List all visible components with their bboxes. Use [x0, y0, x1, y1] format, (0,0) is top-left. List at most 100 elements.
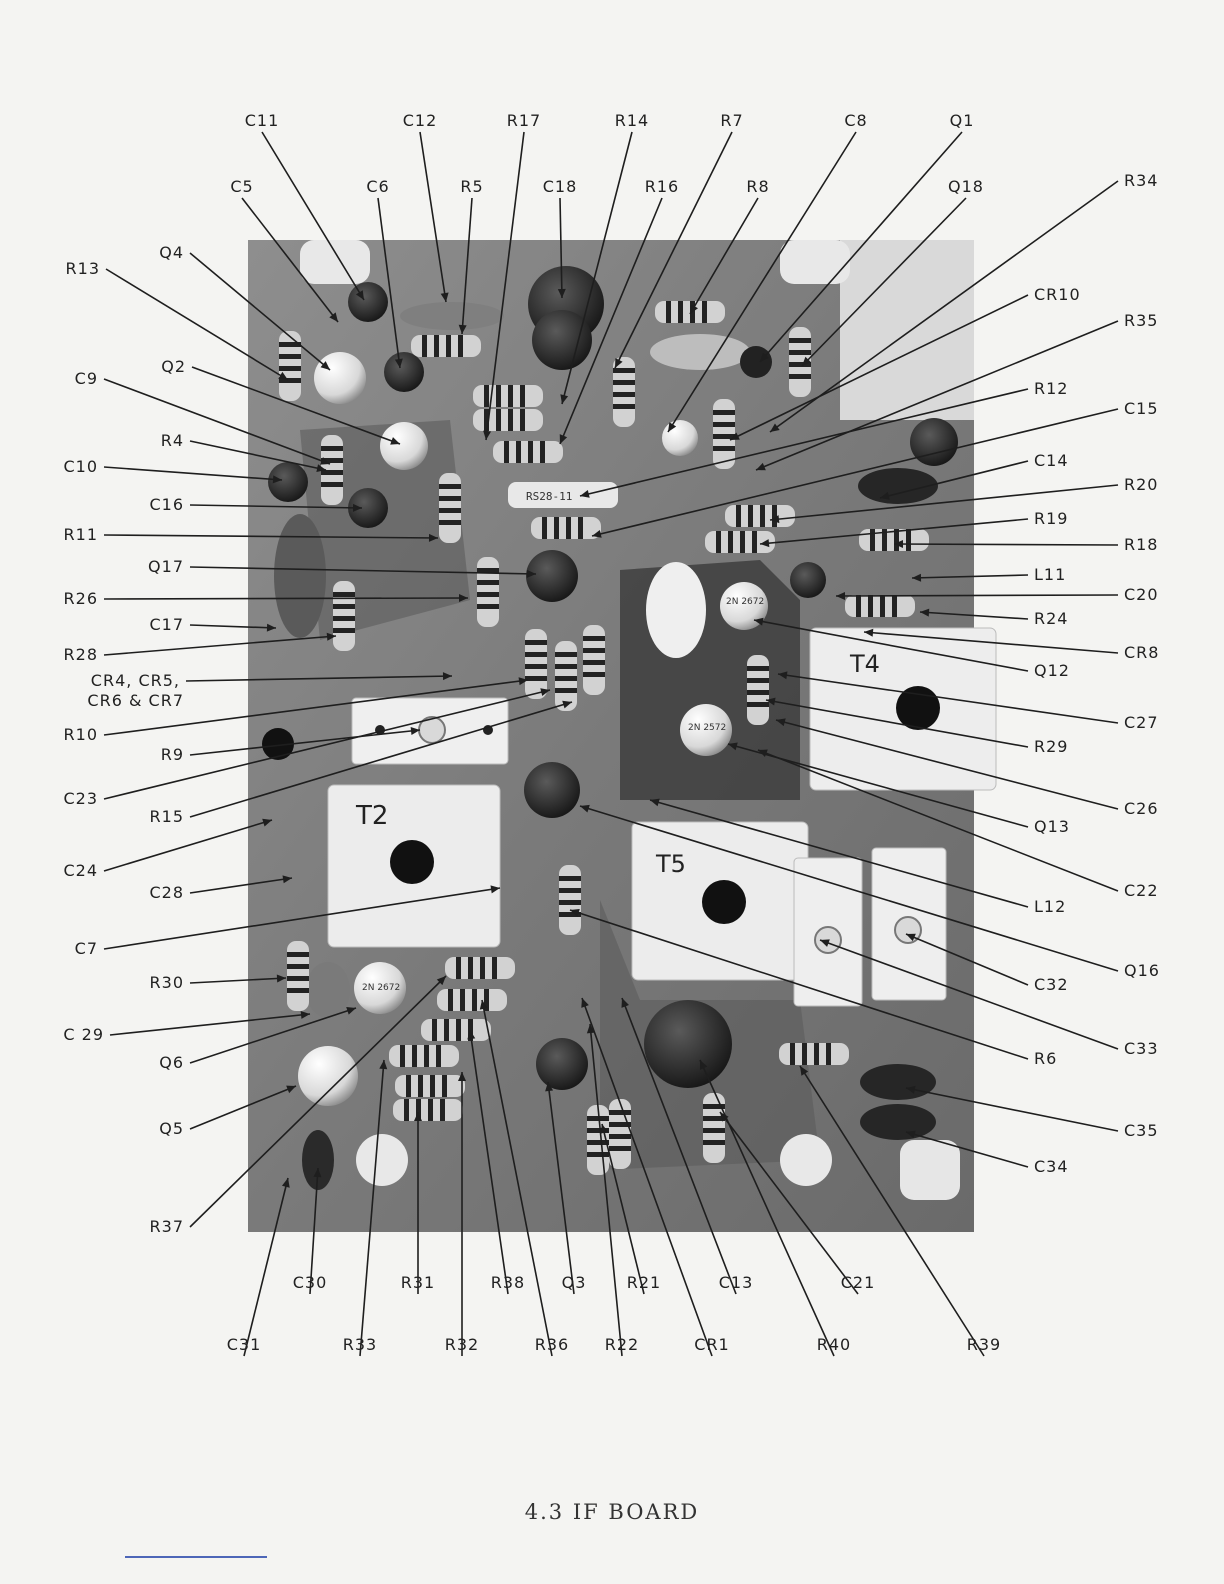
leader-arrowhead — [300, 1010, 310, 1019]
callout-label: R9 — [161, 745, 184, 764]
resistor-band — [456, 1019, 461, 1041]
leader-line — [667, 131, 857, 433]
resistor-band — [587, 1140, 609, 1145]
leader-arrowhead — [760, 539, 770, 548]
callout-label: CR6 & CR7 — [87, 691, 184, 710]
resistor-band — [416, 1099, 421, 1121]
leader-line — [769, 484, 1119, 521]
resistor-band — [477, 580, 499, 585]
resistor-band — [587, 1128, 609, 1133]
resistor-band — [613, 404, 635, 409]
leader-line — [835, 594, 1119, 597]
leader-arrowhead — [540, 688, 550, 697]
resistor-band — [578, 517, 583, 539]
leader-line — [581, 997, 713, 1357]
leader-line — [469, 1029, 509, 1295]
resistor-band — [333, 604, 355, 609]
leader-arrowhead — [467, 1030, 476, 1040]
leader-arrowhead — [894, 540, 904, 549]
resistor-band — [444, 1019, 449, 1041]
callout-label: R18 — [1124, 535, 1158, 554]
resistor-band — [789, 362, 811, 367]
leader-arrowhead — [278, 371, 288, 380]
callout-label: R21 — [627, 1273, 661, 1292]
leader-arrowhead — [526, 569, 536, 578]
resistor-band — [906, 529, 911, 551]
leader-arrowhead — [490, 885, 500, 894]
leader-line — [759, 131, 963, 363]
resistor-band — [333, 616, 355, 621]
callout-label: C6 — [366, 177, 389, 196]
leader-line — [481, 999, 553, 1357]
leader-line — [769, 180, 1119, 433]
resistor-band — [472, 989, 477, 1011]
resistor-band — [477, 604, 499, 609]
resistor-band — [555, 652, 577, 657]
leader-arrowhead — [912, 573, 922, 582]
callout-label: C28 — [149, 883, 184, 902]
leader-arrowhead — [802, 356, 812, 366]
resistor-band — [554, 517, 559, 539]
callout-label: R34 — [1124, 171, 1158, 190]
callout-label: R16 — [645, 177, 679, 196]
resistor-band — [508, 409, 513, 431]
leader-arrowhead — [320, 457, 330, 465]
resistor-band — [279, 342, 301, 347]
t4-mark: T4 — [849, 650, 880, 678]
leader-line — [103, 597, 469, 600]
leader-line — [485, 131, 525, 441]
leader-line — [309, 1167, 319, 1295]
resistor-band — [504, 441, 509, 463]
callout-label: CR1 — [694, 1335, 729, 1354]
leader-line — [241, 197, 339, 323]
leader-line — [189, 624, 277, 629]
resistor-band — [528, 441, 533, 463]
leader-line — [819, 939, 1119, 1050]
resistor-print-body — [508, 482, 618, 508]
leader-line — [103, 635, 337, 656]
resistor-band — [826, 1043, 831, 1065]
resistor-band — [747, 690, 769, 695]
leader-arrowhead — [326, 632, 336, 641]
resistor-band — [446, 335, 451, 357]
leader-line — [579, 388, 1029, 497]
resistor-band — [566, 517, 571, 539]
figure-caption: 4.3 IF BOARD — [524, 1500, 700, 1524]
resistor-band — [760, 505, 765, 527]
leader-line — [911, 574, 1029, 579]
leader-line — [189, 701, 573, 818]
leader-line — [191, 366, 401, 445]
callout-label: R31 — [401, 1273, 435, 1292]
leader-line — [579, 805, 1119, 972]
leader-arrowhead — [600, 1124, 609, 1134]
callout-label: C12 — [403, 111, 438, 130]
callout-label: C35 — [1124, 1121, 1159, 1140]
leader-line — [919, 611, 1029, 620]
leader-line — [863, 631, 1119, 654]
leader-arrowhead — [920, 608, 930, 617]
resistor-band — [525, 652, 547, 657]
leader-arrowhead — [766, 697, 776, 706]
leader-arrowhead — [758, 749, 768, 758]
resistor-band — [772, 505, 777, 527]
resistor-band — [609, 1122, 631, 1127]
resistor-band — [882, 529, 887, 551]
leader-line — [189, 977, 287, 984]
callout-label: R19 — [1034, 509, 1068, 528]
leader-arrowhead — [313, 1168, 322, 1178]
leader-line — [243, 1177, 289, 1357]
resistor-band — [436, 1045, 441, 1067]
leader-line — [799, 1065, 985, 1357]
callout-label: C22 — [1124, 881, 1159, 900]
callout-label: Q5 — [159, 1119, 184, 1138]
resistor-band — [609, 1134, 631, 1139]
callout-label: R30 — [150, 973, 184, 992]
callout-label: C15 — [1124, 399, 1159, 418]
resistor-band — [870, 529, 875, 551]
leader-line — [614, 131, 733, 369]
leader-arrowhead — [557, 288, 566, 298]
leader-line — [719, 1111, 859, 1295]
leader-line — [105, 268, 289, 381]
trimmer-block-c32 — [871, 847, 947, 1001]
